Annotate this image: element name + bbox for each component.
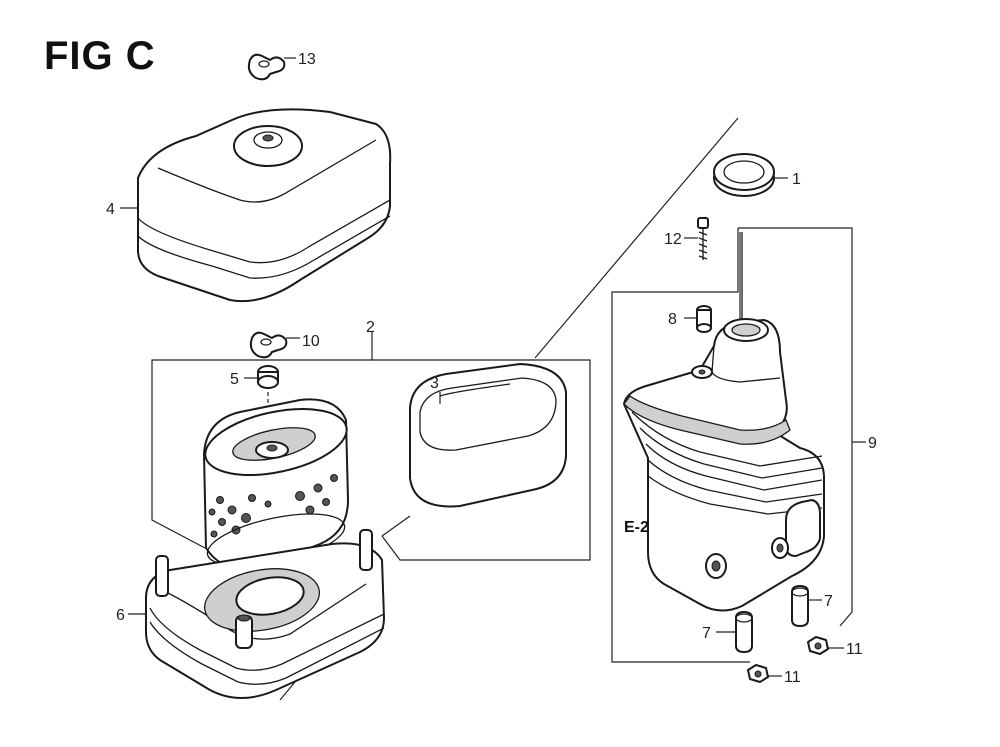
tube-7-left: [716, 611, 753, 653]
callout-7-left: 7: [702, 625, 711, 642]
callout-8: 8: [668, 311, 677, 328]
diagonal-leader: [534, 117, 739, 359]
callout-2: 2: [366, 319, 375, 336]
callout-9: 9: [868, 435, 877, 452]
stud: [739, 232, 743, 330]
air-filter-element-2: [203, 398, 349, 570]
callout-11-right: 11: [846, 641, 863, 658]
callout-12: 12: [664, 231, 682, 248]
group-9-bracket-left: [611, 228, 750, 663]
nut-5: [244, 365, 279, 440]
group-2-leader-3: [381, 515, 411, 537]
figure-title: FIG C: [44, 34, 156, 78]
air-cleaner-cover-4: [120, 108, 392, 303]
air-cleaner-base-6: [128, 529, 385, 699]
nut-11-left: [747, 664, 782, 683]
tube-7-right: [791, 585, 822, 627]
air-cleaner-case-9: [623, 318, 825, 612]
bolt-12: [684, 217, 709, 260]
group-9-bracket: [738, 227, 853, 627]
group-2-bracket-right: [372, 359, 591, 561]
callout-6: 6: [116, 607, 125, 624]
callout-13: 13: [298, 51, 316, 68]
gasket-1: [713, 153, 788, 197]
callout-7-right: 7: [824, 593, 833, 610]
group-2-bracket: [151, 332, 373, 549]
callout-4: 4: [106, 201, 115, 218]
collar-8: [684, 305, 712, 333]
callout-3: 3: [430, 375, 439, 392]
nut-11-right: [807, 636, 844, 655]
callout-11-left: 11: [784, 669, 801, 686]
callout-1: 1: [792, 171, 801, 188]
group-brackets: [151, 117, 866, 701]
callout-labels: 1 2 3 4 5 6 7 7 8 9 10 11 11 12 13 E-2: [106, 51, 877, 686]
wing-nut-10: [249, 331, 300, 359]
foam-element-3: [409, 363, 567, 508]
callout-10: 10: [302, 333, 320, 350]
callout-5: 5: [230, 371, 239, 388]
reference-e2: E-2: [624, 519, 649, 536]
wing-nut-13: [247, 53, 296, 81]
